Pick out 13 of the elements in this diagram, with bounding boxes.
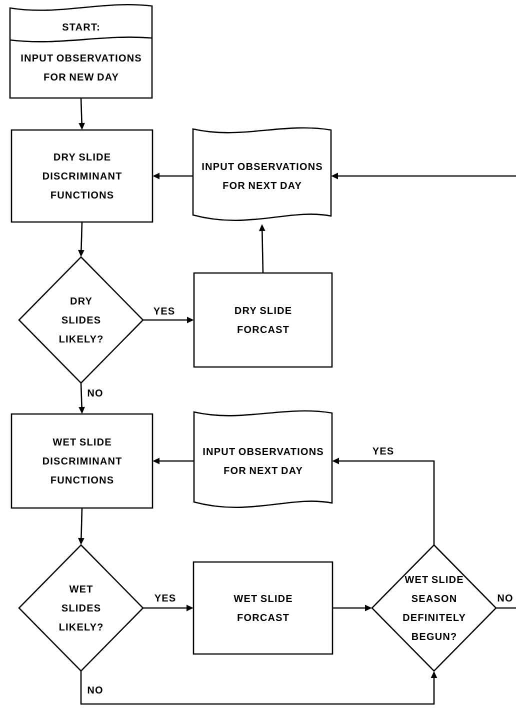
edge-label: YES [371,446,395,456]
input-document-box: INPUT OBSERVATIONS FOR NEXT DAY [193,410,333,508]
edge-label: NO [496,593,514,603]
edge-label: YES [153,593,177,603]
input-document-box: INPUT OBSERVATIONS FOR NEXT DAY [192,127,332,222]
start-document-box: START: INPUT OBSERVATIONS FOR NEW DAY [9,4,153,99]
process-box: WET SLIDE FORCAST [192,561,334,655]
edge-label: NO [86,388,104,398]
process-box: WET SLIDE DISCRIMINANT FUNCTIONS [10,413,154,509]
edge-label: NO [86,685,104,695]
process-box: DRY SLIDE DISCRIMINANT FUNCTIONS [10,129,154,223]
edge-label: YES [152,306,176,316]
process-box: DRY SLIDE FORCAST [193,272,333,368]
